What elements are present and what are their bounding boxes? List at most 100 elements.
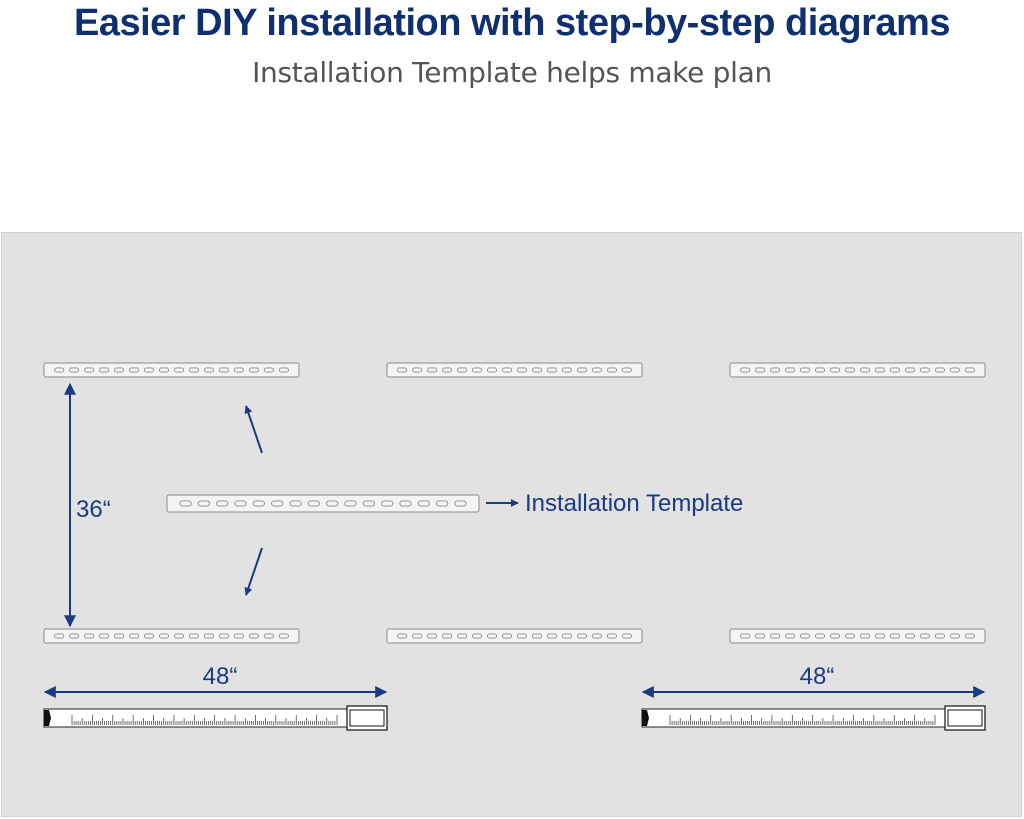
rail-slot [399,500,412,507]
tape-hook [44,710,51,726]
page-title: Easier DIY installation with step-by-ste… [74,2,950,44]
rail-slot [964,633,975,639]
width-dimension-label-left: 48“ [203,663,238,690]
rail-slot [874,633,886,639]
tape-hook [642,710,649,726]
rail-slot [278,633,289,639]
rail-slot [844,367,856,373]
rail-slot [128,367,140,373]
rail-slot [326,500,339,507]
rail-slot [755,633,766,639]
rail-slot [904,633,916,639]
rail-slot [471,633,483,639]
page-subtitle: Installation Template helps make plan [252,56,772,89]
rail-slot [501,367,513,373]
rail-slot [143,367,155,373]
rail-slot [934,367,945,373]
rail-slot [919,633,931,639]
rail-slot [546,367,558,373]
rail-slot [289,500,302,507]
rail-slot [844,633,856,639]
rail-slot [252,500,265,507]
rail-slot [606,633,617,639]
tape-case-inner [947,709,983,727]
rail-slot [770,367,781,373]
rail-slot [128,633,140,639]
rail-slot [69,367,80,373]
rail-slot [113,367,125,373]
rail-slot [158,367,170,373]
rail-slot [113,633,125,639]
rail-slot [203,367,215,373]
rail-body [386,628,643,644]
tape-blade [43,708,348,728]
rail-slot [486,633,498,639]
rail-body [386,362,643,378]
rail-slot [486,367,498,373]
rail-slot [456,367,468,373]
rail-slot [143,633,155,639]
rail-slot [84,633,95,639]
tape-measure-icon-right [641,705,986,731]
rail-slot [874,367,886,373]
rail-slot [216,500,229,507]
rail-slot [233,367,245,373]
template-label: Installation Template [525,490,743,517]
rail-slot [69,633,80,639]
rail-slot [621,633,632,639]
rail-slot [173,633,185,639]
rail-slot [799,367,811,373]
rail-slot [158,633,170,639]
rail-slot [531,367,543,373]
rail-slot [412,633,423,639]
rail-slot [814,367,826,373]
rail-slot [427,367,438,373]
rail-slot [784,633,796,639]
rail-body [43,362,300,378]
rail-slot [362,500,375,507]
rail-slot [546,633,558,639]
tape-blade [641,708,946,728]
rail-slot [591,367,602,373]
rail-slot [218,633,230,639]
rail-slot [934,633,945,639]
rail-slot [188,367,200,373]
rail-slot [456,633,468,639]
rail-slot [179,500,192,507]
rail-slot [889,633,901,639]
rail-slot [218,367,230,373]
rail-slot [576,633,588,639]
rail-body [729,362,986,378]
rail-slot [740,367,751,373]
rail-slot [344,500,357,507]
rail-slot [755,367,766,373]
rail-slot [98,367,110,373]
rail-bottom-center [386,628,643,644]
rail-slot [197,500,210,507]
rail-slot [859,367,871,373]
rail-slot [904,367,916,373]
rail-body [729,628,986,644]
rail-slot [561,367,573,373]
rail-top-center [386,362,643,378]
rail-slot [949,633,960,639]
rail-slot [859,633,871,639]
tape-case-inner [349,709,385,727]
rail-bottom-left [43,628,300,644]
rail-slot [441,367,453,373]
rail-slot [307,500,320,507]
rail-slot [203,633,215,639]
rail-slot [84,367,95,373]
rail-slot [248,633,259,639]
rail-slot [188,633,200,639]
rail-slot [471,367,483,373]
arrow-down-icon [244,547,263,596]
rail-slot [427,633,438,639]
rail-slot [454,500,467,507]
rail-slot [397,367,408,373]
rail-slot [234,500,247,507]
width-dimension-label-right: 48“ [800,663,835,690]
rail-slot [770,633,781,639]
rail-slot [531,633,543,639]
